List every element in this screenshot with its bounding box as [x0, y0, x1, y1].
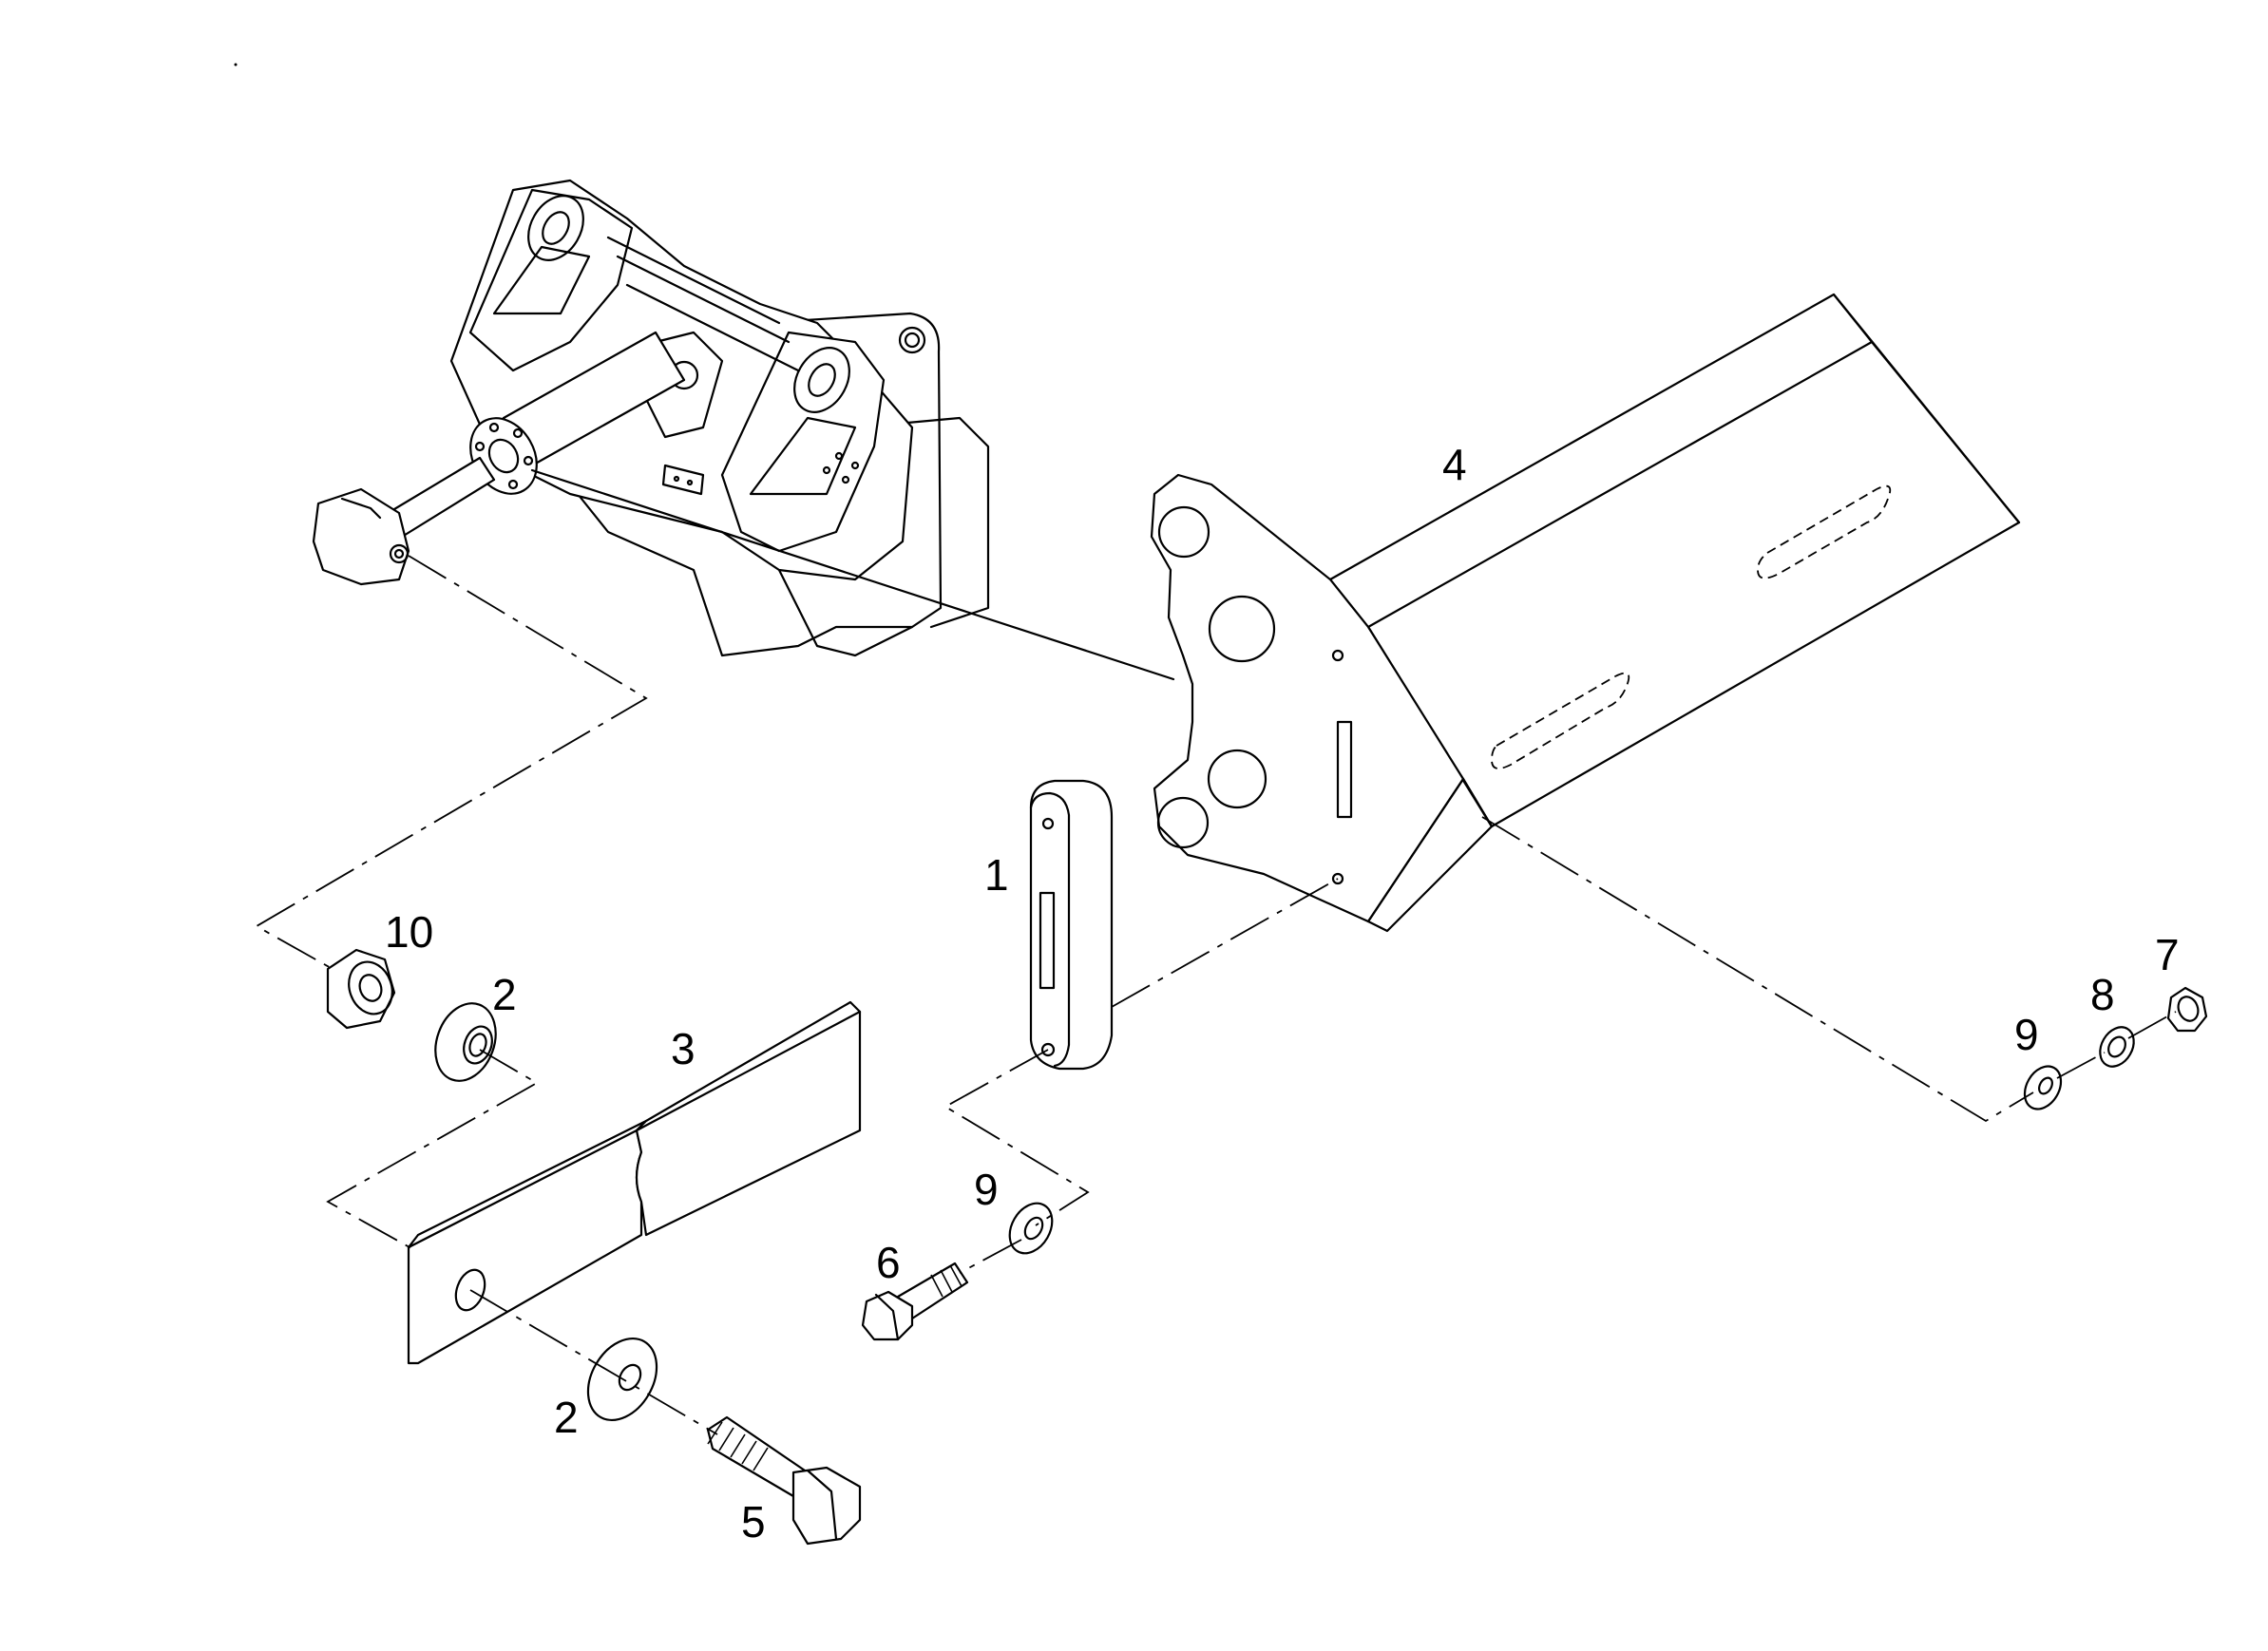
part-10-nut — [326, 948, 396, 1030]
part-4-bracket — [1150, 293, 2021, 933]
part-5-bolt — [706, 1415, 862, 1546]
callout-7: 7 — [2155, 930, 2180, 979]
callout-2-lower: 2 — [554, 1393, 579, 1442]
callout-3: 3 — [671, 1024, 696, 1073]
part-3-bar — [407, 1000, 862, 1365]
callout-6: 6 — [876, 1238, 901, 1287]
callout-9-mid: 9 — [974, 1165, 999, 1214]
part-6-bolt — [861, 1262, 969, 1341]
part-9-washer-mid — [1008, 1202, 1054, 1255]
assembly-leaders — [255, 468, 2177, 1435]
part-7-nut — [2166, 986, 2208, 1033]
callout-4: 4 — [1442, 440, 1467, 489]
callout-5: 5 — [741, 1497, 766, 1547]
callout-2-upper: 2 — [492, 970, 517, 1019]
callout-labels: 1 2 2 3 4 5 6 7 8 9 9 10 — [385, 440, 2180, 1547]
part-9-washer-right — [2023, 1065, 2063, 1110]
callout-9-right: 9 — [2014, 1010, 2039, 1059]
callout-8: 8 — [2090, 970, 2115, 1019]
part-1-slotted-plate — [1029, 779, 1114, 1071]
part-2-washer-upper — [434, 1002, 497, 1082]
crane-head-assembly — [312, 179, 990, 657]
part-8-lock-washer — [2099, 1026, 2135, 1068]
stray-dot — [234, 63, 238, 66]
callout-1: 1 — [984, 850, 1009, 900]
callout-10: 10 — [385, 907, 433, 957]
